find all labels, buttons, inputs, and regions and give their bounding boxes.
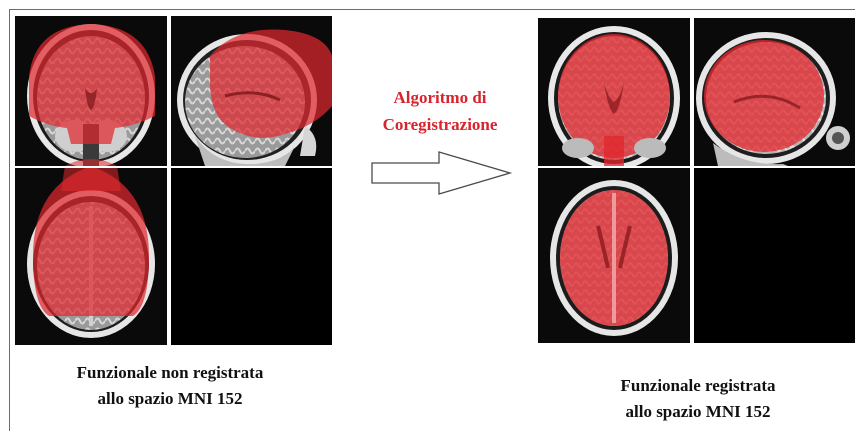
algorithm-label-line2: Coregistrazione [350, 111, 530, 138]
sagittal-view-registered [694, 18, 855, 166]
axial-view-registered [538, 168, 690, 343]
unregistered-caption-line2: allo spazio MNI 152 [20, 386, 320, 412]
registered-caption-line2: allo spazio MNI 152 [548, 399, 848, 425]
axial-view-unregistered [15, 159, 167, 345]
coronal-view-registered [538, 18, 690, 170]
algorithm-label: Algoritmo di Coregistrazione [350, 84, 530, 138]
unregistered-caption-line1: Funzionale non registrata [20, 360, 320, 386]
registered-caption: Funzionale registrata allo spazio MNI 15… [548, 373, 848, 425]
registered-brain-views [538, 18, 855, 343]
algorithm-label-line1: Algoritmo di [350, 84, 530, 111]
sagittal-view-unregistered [171, 16, 332, 166]
unregistered-caption: Funzionale non registrata allo spazio MN… [20, 360, 320, 412]
unregistered-brain-views [15, 16, 332, 345]
coronal-view-unregistered [15, 16, 167, 168]
registered-caption-line1: Funzionale registrata [548, 373, 848, 399]
right-arrow-icon [371, 150, 513, 196]
